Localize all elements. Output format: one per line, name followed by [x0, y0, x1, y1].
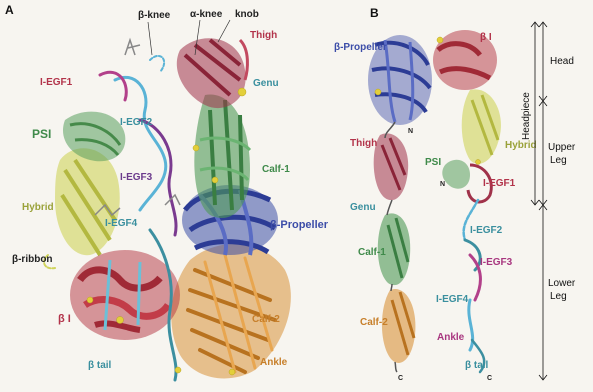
label-b-ankle: Ankle — [437, 332, 465, 343]
label-a-i-egf1: I-EGF1 — [40, 77, 73, 88]
label-a-calf1: Calf-1 — [262, 164, 290, 175]
label-b-i-egf3: I-EGF3 — [480, 257, 513, 268]
calf1-domain-a — [194, 94, 250, 218]
label-b-n-terminus-2: N — [440, 181, 445, 188]
region-lower-leg-line2: Leg — [550, 291, 567, 302]
region-headpiece: Headpiece — [521, 92, 532, 140]
region-upper-leg-line2: Leg — [550, 155, 567, 166]
panel-a: A — [5, 3, 329, 380]
label-a-beta-propeller: β-Propeller — [270, 219, 329, 231]
label-b-i-egf1: I-EGF1 — [483, 178, 516, 189]
label-b-genu: Genu — [350, 202, 376, 213]
label-b-i-egf4: I-EGF4 — [436, 294, 469, 305]
label-a-hybrid: Hybrid — [22, 202, 54, 213]
hybrid-domain-a — [55, 148, 120, 255]
label-a-beta-ribbon: β-ribbon — [12, 254, 53, 265]
label-a-thigh: Thigh — [250, 30, 277, 41]
label-b-i-egf2: I-EGF2 — [470, 225, 503, 236]
label-a-psi: PSI — [32, 127, 51, 141]
label-a-alpha-knee: α-knee — [190, 9, 223, 20]
region-head: Head — [550, 56, 574, 67]
label-a-genu: Genu — [253, 78, 279, 89]
label-b-calf2: Calf-2 — [360, 317, 388, 328]
label-b-hybrid: Hybrid — [505, 140, 537, 151]
panel-b: B — [334, 6, 576, 382]
label-b-beta-tail: β tail — [465, 360, 489, 371]
label-b-calf1: Calf-1 — [358, 247, 386, 258]
label-a-ankle: Ankle — [260, 357, 288, 368]
beta-i-domain-a — [70, 250, 180, 340]
thigh-domain-b — [374, 133, 409, 200]
region-scale-bars — [531, 22, 547, 380]
psi-domain-b — [442, 160, 470, 189]
panel-a-letter: A — [5, 3, 14, 17]
label-b-beta-i: β I — [480, 32, 492, 43]
hybrid-domain-b — [462, 89, 501, 163]
label-b-psi: PSI — [425, 157, 441, 168]
region-lower-leg-line1: Lower — [548, 278, 576, 289]
label-a-i-egf2: I-EGF2 — [120, 117, 153, 128]
label-a-knob: knob — [235, 9, 259, 20]
label-b-c-terminus-2: C — [487, 375, 492, 382]
label-a-beta-i: β I — [58, 313, 71, 325]
label-b-beta-propeller: β-Propeller — [334, 42, 387, 53]
label-a-i-egf3: I-EGF3 — [120, 172, 153, 183]
thigh-domain-a — [177, 38, 248, 108]
region-upper-leg-line1: Upper — [548, 142, 576, 153]
panel-b-letter: B — [370, 6, 379, 20]
label-b-n-terminus-1: N — [408, 128, 413, 135]
label-a-beta-tail: β tail — [88, 360, 112, 371]
label-a-beta-knee: β-knee — [138, 10, 171, 21]
label-a-calf2: Calf-2 — [252, 314, 280, 325]
label-b-thigh: Thigh — [350, 138, 377, 149]
label-a-i-egf4: I-EGF4 — [105, 218, 138, 229]
label-b-c-terminus-1: C — [398, 375, 403, 382]
